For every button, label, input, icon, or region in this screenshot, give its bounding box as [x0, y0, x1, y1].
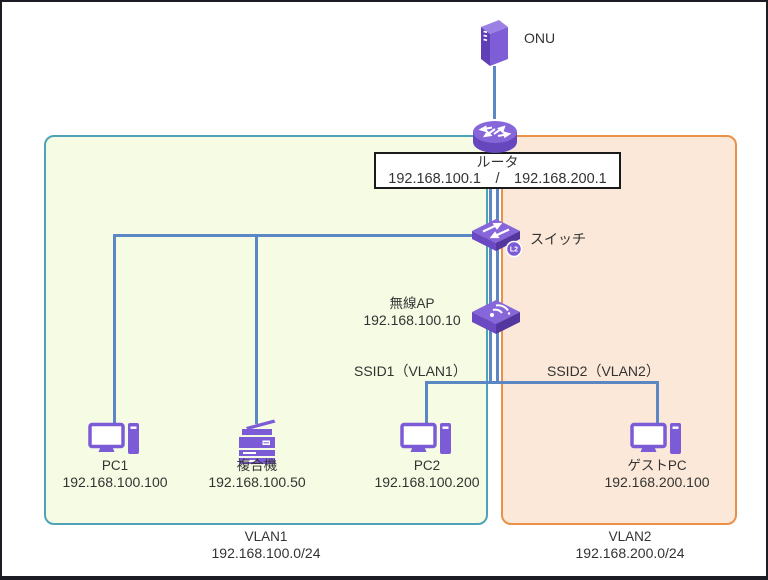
vlan1-caption: VLAN1 192.168.100.0/24: [166, 528, 366, 562]
vlan2-zone: [501, 135, 737, 525]
router-label-box: ルータ 192.168.100.1 / 192.168.200.1: [374, 152, 621, 189]
link-switch-mfp: [255, 234, 258, 424]
link-ssid2-guestpc: [656, 381, 659, 424]
pc2-label: PC2: [413, 458, 441, 473]
onu-label: ONU: [524, 30, 556, 46]
vlan2-name: VLAN2: [608, 529, 652, 544]
link-ssid1-pc2: [425, 381, 428, 424]
link-trunk-right: [496, 188, 499, 384]
guest-pc-ip: 192.168.200.100: [604, 474, 710, 490]
vlan2-caption: VLAN2 192.168.200.0/24: [530, 528, 730, 562]
pc1-ip: 192.168.100.100: [62, 474, 168, 490]
router-label: ルータ: [476, 153, 519, 170]
mfp-ip: 192.168.100.50: [208, 474, 306, 490]
link-trunk-left: [489, 188, 492, 384]
ap-label: 無線AP: [389, 296, 435, 311]
pc1-label: PC1: [101, 458, 129, 473]
guest-pc-label: ゲストPC: [627, 458, 687, 473]
vlan1-name: VLAN1: [244, 529, 288, 544]
router-icon: [473, 121, 517, 153]
pc2-label-block: PC2 192.168.100.200: [347, 457, 507, 491]
switch-l2-badge-text: L2: [510, 247, 518, 254]
mfp-label-block: 複合機 192.168.100.50: [177, 457, 337, 491]
link-onu-router: [493, 66, 496, 119]
router-ip-addresses: 192.168.100.1 / 192.168.200.1: [388, 170, 607, 187]
mfp-label: 複合機: [236, 458, 278, 473]
link-ssid-horizontal: [425, 381, 659, 384]
guest-pc-label-block: ゲストPC 192.168.200.100: [577, 457, 737, 491]
link-switch-pc1: [113, 234, 116, 424]
guest-pc-icon: [630, 422, 681, 454]
pc2-ip: 192.168.100.200: [374, 474, 480, 490]
ap-ip: 192.168.100.10: [363, 312, 461, 328]
mfp-icon: [239, 419, 276, 464]
vlan2-subnet: 192.168.200.0/24: [575, 545, 685, 561]
pc1-icon: [88, 422, 139, 454]
onu-icon: [481, 20, 508, 66]
ssid1-label: SSID1（VLAN1）: [354, 363, 467, 379]
l2-switch-icon: L2: [472, 219, 523, 258]
ssid2-label: SSID2（VLAN2）: [547, 363, 660, 379]
link-switch-branch-horizontal: [113, 234, 475, 237]
ap-label-block: 無線AP 192.168.100.10: [342, 295, 482, 329]
pc1-label-block: PC1 192.168.100.100: [35, 457, 195, 491]
vlan1-subnet: 192.168.100.0/24: [211, 545, 321, 561]
wireless-ap-icon: [472, 300, 520, 334]
switch-label: スイッチ: [530, 231, 586, 247]
pc2-icon: [400, 422, 451, 454]
